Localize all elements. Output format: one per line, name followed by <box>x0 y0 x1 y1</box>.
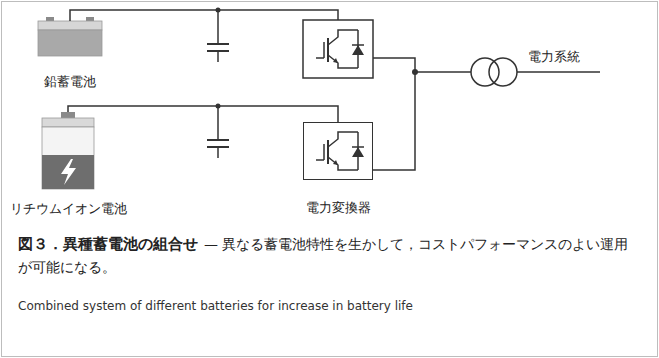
power-converter: 電力変換器 <box>303 122 373 180</box>
dc-wire <box>68 106 338 122</box>
capacitor-symbol <box>207 106 229 158</box>
transformer-symbol <box>471 58 517 86</box>
lithium-ion-battery-icon <box>42 112 94 189</box>
lead-battery-icon <box>38 17 102 56</box>
igbt-symbol <box>316 30 364 68</box>
component-label: リチウムイオン電池 <box>10 201 127 217</box>
grid-label: 電力系統 <box>528 48 580 66</box>
english-caption: Combined system of different batteries f… <box>18 299 413 313</box>
lithium-ion-battery: リチウムイオン電池 <box>42 112 94 189</box>
capacitor-symbol <box>207 10 229 62</box>
power-converter-box <box>303 20 373 78</box>
component-label: 電力変換器 <box>306 200 371 216</box>
igbt-symbol <box>316 132 364 170</box>
caption-title: 図３．異種蓄電池の組合せ <box>18 235 198 253</box>
figure-caption: 図３．異種蓄電池の組合せ— 異なる蓄電池特性を生かして，コストパフォーマンスのよ… <box>18 232 642 278</box>
component-label: 鉛蓄電池 <box>44 74 96 90</box>
dc-wire <box>70 10 338 21</box>
ac-wire <box>373 58 600 170</box>
lead-battery: 鉛蓄電池 <box>38 17 102 56</box>
